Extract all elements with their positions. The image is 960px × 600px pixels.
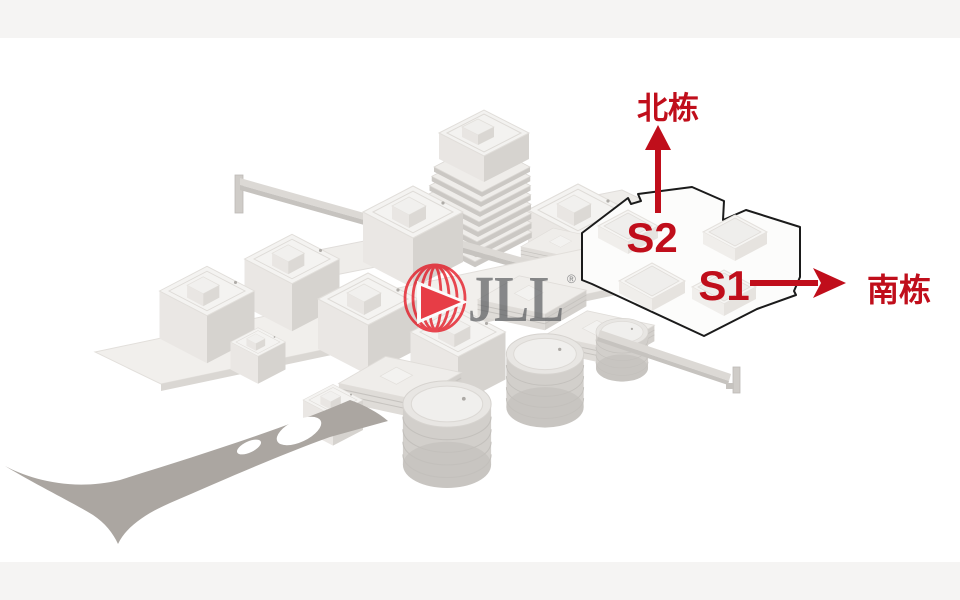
- city-model: [5, 109, 741, 544]
- road-end-pier: [234, 174, 244, 214]
- bottom-letterbox-band: [0, 562, 960, 600]
- north-building-label: 北栋: [637, 91, 699, 126]
- tall-tower: [417, 109, 533, 268]
- south-building-label: 南栋: [867, 272, 931, 308]
- rounded-tower: [402, 380, 492, 489]
- rounded-tower: [505, 333, 585, 429]
- jll-play-triangle: [421, 286, 461, 319]
- top-letterbox-band: [0, 0, 960, 38]
- south-arrow-icon: [750, 268, 846, 298]
- jll-watermark: JLL ®: [403, 263, 576, 336]
- rooftop-structure: [690, 269, 758, 316]
- tower-cap: [437, 109, 531, 182]
- north-arrow-icon: [645, 125, 671, 213]
- s1-label: S1: [698, 262, 749, 309]
- rooftop-structure: [701, 214, 769, 261]
- jll-wordmark: JLL: [468, 263, 564, 336]
- registered-mark-label: ®: [567, 272, 576, 286]
- elevated-road: [597, 330, 741, 394]
- s2-label: S2: [626, 214, 677, 261]
- highlighted-building: [581, 186, 801, 337]
- road-end-pier: [732, 366, 741, 394]
- highlighted-building-outline: [581, 186, 801, 337]
- rooftop-structure: [617, 262, 687, 311]
- rooftop-structure: [596, 209, 660, 254]
- landscape-ribbon: [5, 400, 388, 544]
- annotations: 北栋 S2 S1 南栋: [626, 91, 931, 309]
